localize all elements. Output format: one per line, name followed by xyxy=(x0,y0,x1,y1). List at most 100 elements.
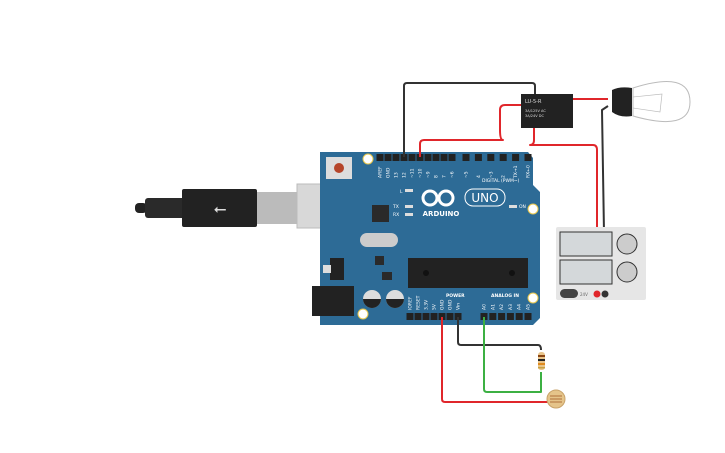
digital-pin-label: 13 xyxy=(394,172,400,178)
digital-pin-label: ~6 xyxy=(450,171,456,178)
analog-in-label: ANALOG IN xyxy=(491,293,519,299)
power-pin-label: IOREF xyxy=(408,296,414,310)
pin-socket[interactable] xyxy=(430,313,438,320)
power-pin-label: GND xyxy=(448,299,454,310)
power-switch[interactable] xyxy=(560,289,578,298)
digital-pin-label: TX→1 xyxy=(513,165,519,179)
pin-socket[interactable] xyxy=(512,154,520,161)
pin-socket[interactable] xyxy=(376,154,384,161)
pin-socket[interactable] xyxy=(440,154,448,161)
digital-pin-label: 2 xyxy=(501,175,507,178)
wire-pin12-relay[interactable] xyxy=(419,104,521,157)
power-label: POWER xyxy=(446,293,465,299)
digital-pin-label: 8 xyxy=(434,175,440,178)
mount-hole xyxy=(527,292,539,304)
relay-rating-ac: 3A/125V AC xyxy=(525,109,546,113)
relay-name: LU-5-R xyxy=(525,99,542,105)
power-pin-label: A0 xyxy=(482,304,488,310)
digital-pin-label: AREF xyxy=(378,166,384,178)
wire-5v[interactable] xyxy=(441,317,549,403)
wire-relay-supply[interactable] xyxy=(529,128,598,294)
digital-pin-label: 4 xyxy=(476,175,482,178)
digital-pin-label: ~5 xyxy=(464,171,470,178)
digital-label: DIGITAL (PWM~) xyxy=(482,178,520,184)
pin-socket[interactable] xyxy=(489,313,497,320)
pin-socket[interactable] xyxy=(524,154,532,161)
resistor[interactable] xyxy=(538,352,545,370)
pin-socket[interactable] xyxy=(524,313,532,320)
pin-socket[interactable] xyxy=(416,154,424,161)
power-pin-label: RESET xyxy=(416,295,422,310)
photoresistor[interactable] xyxy=(546,389,566,409)
power-pin-label: Vin xyxy=(456,303,462,310)
model-label: UNO xyxy=(471,191,498,205)
led-rx-label: RX xyxy=(393,212,399,218)
mount-hole xyxy=(362,153,374,165)
current-knob[interactable] xyxy=(616,261,638,283)
pin-socket[interactable] xyxy=(392,154,400,161)
wire-gnd-relay[interactable] xyxy=(403,82,536,157)
pin-socket[interactable] xyxy=(446,313,454,320)
pin-socket[interactable] xyxy=(424,154,432,161)
arduino-uno-board[interactable]: ARDUINO UNO L TX RX ON DIGITAL (PWM~) PO… xyxy=(312,152,540,325)
pin-socket[interactable] xyxy=(474,154,482,161)
power-pin-label: 3.3V xyxy=(424,299,430,310)
arduino-logo: ARDUINO UNO xyxy=(421,188,506,218)
usb-icon: ⭠ xyxy=(214,199,227,218)
pin-socket[interactable] xyxy=(438,313,446,320)
relay[interactable]: LU-5-R 3A/125V AC 3A/24V DC xyxy=(521,94,573,128)
power-pin-label: A1 xyxy=(490,304,496,310)
power-pin-label: A5 xyxy=(526,304,532,310)
power-pin-label: A3 xyxy=(508,304,514,310)
digital-pin-label: 12 xyxy=(402,172,408,178)
pin-socket[interactable] xyxy=(400,154,408,161)
negative-terminal[interactable] xyxy=(601,290,609,298)
led-tx-label: TX xyxy=(392,204,399,210)
power-pin-label: A4 xyxy=(517,304,523,310)
light-bulb[interactable] xyxy=(612,81,691,123)
pin-socket[interactable] xyxy=(384,154,392,161)
pin-socket[interactable] xyxy=(487,154,495,161)
relay-rating-dc: 3A/24V DC xyxy=(525,114,544,118)
digital-pin-label: ~3 xyxy=(488,171,494,178)
pin-socket[interactable] xyxy=(498,313,506,320)
voltage-display xyxy=(559,231,613,257)
brand-label: ARDUINO xyxy=(423,210,460,218)
power-supply-label: 24V xyxy=(580,292,588,297)
power-pin-label: A2 xyxy=(499,304,505,310)
digital-pin-label: ~10 xyxy=(418,168,424,178)
power-pin-label: 5V xyxy=(432,303,438,310)
led-on-label: ON xyxy=(519,204,526,210)
pin-socket[interactable] xyxy=(480,313,488,320)
wire-gnd[interactable] xyxy=(457,317,542,351)
pin-socket[interactable] xyxy=(454,313,462,320)
pin-socket[interactable] xyxy=(414,313,422,320)
wires xyxy=(403,82,609,403)
current-display xyxy=(559,259,613,285)
led-l-label: L xyxy=(400,189,403,195)
pin-socket[interactable] xyxy=(406,313,414,320)
pin-socket[interactable] xyxy=(432,154,440,161)
pin-socket[interactable] xyxy=(448,154,456,161)
wire-a0[interactable] xyxy=(483,317,542,393)
digital-pin-label: GND xyxy=(386,167,392,178)
pin-socket[interactable] xyxy=(499,154,507,161)
pin-socket[interactable] xyxy=(515,313,523,320)
digital-pin-label: ~9 xyxy=(426,171,432,178)
digital-pin-label: RX←0 xyxy=(526,165,532,178)
voltage-knob[interactable] xyxy=(616,233,638,255)
mount-hole xyxy=(527,203,539,215)
pin-socket[interactable] xyxy=(422,313,430,320)
digital-pin-label: ~11 xyxy=(410,168,416,178)
positive-terminal[interactable] xyxy=(593,290,601,298)
pin-socket[interactable] xyxy=(506,313,514,320)
power-pin-label: GND xyxy=(440,299,446,310)
power-supply[interactable]: 24V xyxy=(556,227,646,300)
pin-socket[interactable] xyxy=(408,154,416,161)
mount-hole xyxy=(357,308,369,320)
pin-socket[interactable] xyxy=(462,154,470,161)
digital-pin-label: 7 xyxy=(442,175,448,178)
